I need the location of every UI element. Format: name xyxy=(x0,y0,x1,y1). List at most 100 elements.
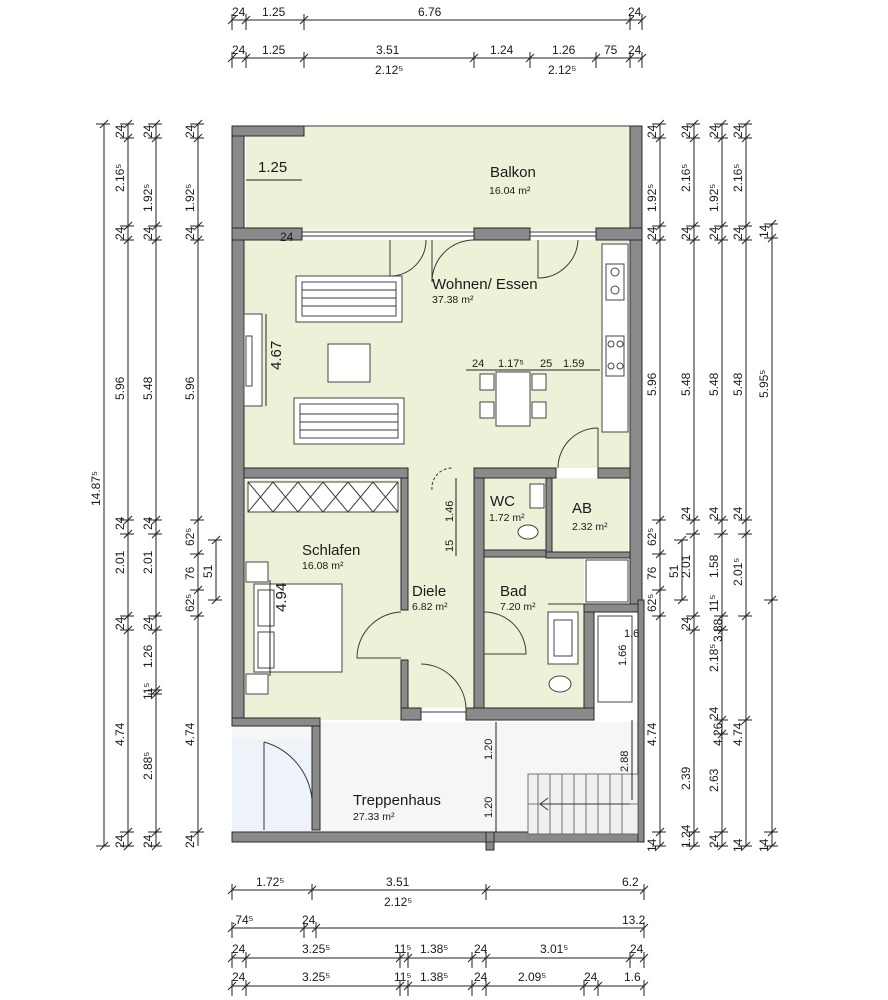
dim-right-4-label-10: 24 xyxy=(707,834,721,848)
dim-top-2-label-2: 3.51 xyxy=(376,43,400,57)
dim-right-1-label-5: 76 xyxy=(645,566,659,580)
dim-left-2-label-5: 2.01 xyxy=(113,550,127,574)
bath-toilet xyxy=(548,675,572,693)
dim-schlafen-width: 4.94 xyxy=(273,583,290,612)
dim-right-5-label-1: 2.16⁵ xyxy=(731,164,745,192)
entry-floor xyxy=(232,740,312,830)
dim-left-4-label-4: 62⁵ xyxy=(183,528,197,546)
dim-left-3-label-7: 1.26 xyxy=(141,644,155,668)
room-name-treppenhaus: Treppenhaus xyxy=(353,792,441,809)
hall-floor xyxy=(405,468,477,708)
dim-left-2-label-7: 4.74 xyxy=(113,722,127,746)
wall-bottom-2 xyxy=(400,707,422,721)
wall-wc-ab xyxy=(545,477,553,553)
wall-bedroom-right xyxy=(400,477,409,611)
wall-shaft-top xyxy=(583,603,643,613)
dim-right-4-label-8: 24 xyxy=(707,706,721,720)
dim-top-1-label-2: 6.76 xyxy=(418,5,442,19)
dim-left-2-label-8: 24 xyxy=(113,834,127,848)
dim-top-1-label-3: 24 xyxy=(628,5,642,19)
bath-sink xyxy=(553,619,573,657)
sink-basin-1 xyxy=(610,267,620,277)
dim-right-5-label-3: 5.48 xyxy=(731,372,745,396)
dim-bot-3-label-1: 24 xyxy=(302,913,316,927)
pillow-2 xyxy=(257,631,275,669)
dim-table-25: 25 xyxy=(540,358,552,370)
room-area-balkon: 16.04 m² xyxy=(489,185,531,197)
dim-left-4-label-6: 62⁵ xyxy=(183,594,197,612)
wardrobe-doors xyxy=(247,481,399,513)
wall-wc-top xyxy=(473,467,557,479)
dim-right-5-label-0: 24 xyxy=(731,124,745,138)
dim-bot-5-label-3: 1.38⁵ xyxy=(420,970,448,984)
room-name-schlafen: Schlafen xyxy=(302,542,360,559)
dim-bot-5-label-5: 2.09⁵ xyxy=(518,970,546,984)
dim-left-1-label-0: 14.87⁵ xyxy=(89,471,103,506)
dim-right-4-label-9: 2.63 xyxy=(707,768,721,792)
wardrobe xyxy=(247,481,399,513)
dim-shaft-16: 1.6 xyxy=(624,628,639,640)
dim-left-2-label-3: 5.96 xyxy=(113,376,127,400)
door-ab xyxy=(557,427,599,469)
wall-stair-right xyxy=(637,599,645,843)
wall-stair-left xyxy=(311,725,321,831)
dim-stair-120b: 1.20 xyxy=(483,797,495,818)
room-name-wc: WC xyxy=(490,493,515,510)
balcony-floor xyxy=(246,126,630,230)
dim-left-2-label-0: 24 xyxy=(113,124,127,138)
dim-diele-15: 15 xyxy=(444,540,456,552)
dim-right-3-extra-1: 4.26 xyxy=(711,722,725,746)
dim-right-4-label-2: 24 xyxy=(707,226,721,240)
dim-balkon-depth: 1.25 xyxy=(258,159,287,176)
wall-right xyxy=(629,239,643,607)
dim-left-3-label-1: 1.92⁵ xyxy=(141,184,155,212)
dim-right-1-label-8: 14 xyxy=(645,838,659,852)
room-area-diele: 6.82 m² xyxy=(412,601,448,613)
dim-table-159: 1.59 xyxy=(563,358,584,370)
door-balcony-right xyxy=(537,239,579,279)
room-name-bad: Bad xyxy=(500,583,527,600)
staircase xyxy=(527,773,639,835)
dim-right-4-label-4: 24 xyxy=(707,506,721,520)
dim-wohnen-width: 4.67 xyxy=(268,341,285,370)
chair-4 xyxy=(531,401,547,419)
dim-right-1-label-3: 5.96 xyxy=(645,372,659,396)
dim-right-3-label-5: 2.01 xyxy=(679,554,693,578)
burner-3 xyxy=(607,362,615,370)
dim-left-3-label-4: 24 xyxy=(141,516,155,530)
dim-left-4-label-3: 5.96 xyxy=(183,376,197,400)
dim-left-3-label-5: 2.01 xyxy=(141,550,155,574)
wall-ab-top xyxy=(597,467,631,479)
door-balcony-left xyxy=(389,239,427,277)
dim-left-2-label-2: 24 xyxy=(113,226,127,240)
dim-left-4-label-5: 76 xyxy=(183,566,197,580)
tv xyxy=(245,335,253,387)
dim-wall-24: 24 xyxy=(280,230,294,244)
wc-toilet xyxy=(517,524,539,540)
wall-living-top-3 xyxy=(595,227,643,241)
dim-right-3-extra-0: 3.88 xyxy=(711,618,725,642)
dim-right-1-label-6: 62⁵ xyxy=(645,594,659,612)
wall-living-top-1 xyxy=(231,227,303,241)
dim-bot-1-label-0: 1.72⁵ xyxy=(256,875,284,889)
room-area-ab: 2.32 m² xyxy=(572,521,608,533)
shaft xyxy=(597,615,633,703)
dim-right-4-label-0: 24 xyxy=(707,124,721,138)
dim-bot-5-label-0: 24 xyxy=(232,970,246,984)
dim-right-3-label-1: 2.16⁵ xyxy=(679,164,693,192)
wall-bottom-1 xyxy=(231,717,321,727)
room-name-balkon: Balkon xyxy=(490,164,536,181)
sofa-bottom-back xyxy=(299,403,399,439)
door-entry xyxy=(420,663,467,709)
room-name-diele: Diele xyxy=(412,583,446,600)
dim-stair-120a: 1.20 xyxy=(483,739,495,760)
dim-left-3-label-0: 24 xyxy=(141,124,155,138)
dim-left-4-label-0: 24 xyxy=(183,124,197,138)
wall-balcony-left xyxy=(231,125,245,231)
dim-left-3-label-2: 24 xyxy=(141,226,155,240)
room-area-bad: 7.20 m² xyxy=(500,601,536,613)
dim-top-2-label-3: 1.24 xyxy=(490,43,514,57)
dim-bot-5-label-1: 3.25⁵ xyxy=(302,970,330,984)
coffee-table xyxy=(327,343,371,383)
